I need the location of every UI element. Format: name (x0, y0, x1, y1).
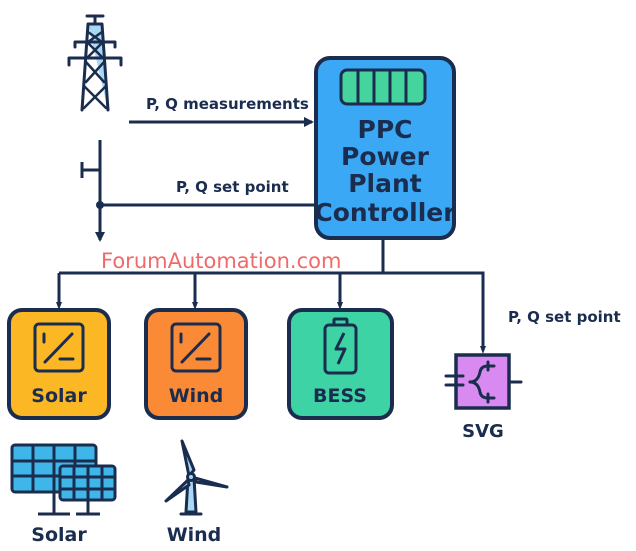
measurements-label: P, Q measurements (146, 95, 309, 113)
inverter-icon (33, 322, 85, 373)
unit-bess[interactable]: BESS (287, 308, 394, 420)
ppc-title-line-4: Controller (314, 198, 456, 227)
unit-wind-label: Wind (169, 385, 224, 407)
distribution-bus (56, 238, 486, 354)
setpoint-grid-label: P, Q set point (176, 178, 289, 196)
wind-turbine-icon (164, 439, 229, 516)
setpoint-svg-label: P, Q set point (508, 308, 621, 326)
inverter-icon (170, 322, 222, 373)
source-solar-label: Solar (31, 524, 87, 546)
ppc-title-line-1: PPC (358, 115, 413, 144)
ppc-title-line-3: Plant (348, 169, 422, 198)
unit-svg[interactable]: SVG (444, 353, 523, 442)
battery-icon (323, 317, 358, 375)
unit-svg-label: SVG (462, 421, 504, 442)
source-wind-label: Wind (167, 524, 222, 546)
ppc-title-line-2: Power (341, 142, 430, 171)
unit-bess-label: BESS (313, 385, 367, 407)
battery-bar-icon (339, 68, 427, 106)
unit-solar-label: Solar (31, 385, 87, 407)
ppc-controller[interactable]: PPC Power Plant Controller (314, 56, 456, 240)
unit-wind[interactable]: Wind (144, 308, 248, 420)
watermark: ForumAutomation.com (101, 249, 341, 273)
breaker-symbol (80, 162, 100, 178)
svg-compensator-icon (444, 360, 523, 404)
unit-solar[interactable]: Solar (7, 308, 111, 420)
transmission-tower-icon (67, 14, 123, 112)
solar-panel-icon (10, 443, 117, 516)
